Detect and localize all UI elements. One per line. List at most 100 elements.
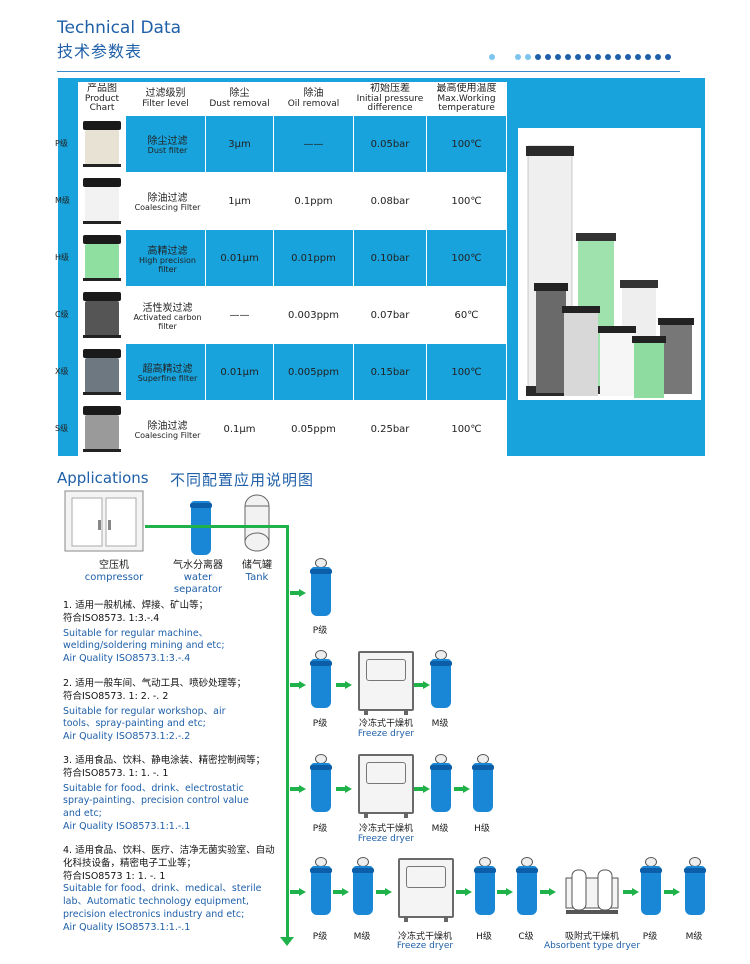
freeze-dryer-label-cn: 冷冻式干燥机 <box>358 719 413 729</box>
filter-name-en: High precision filter <box>138 255 197 274</box>
dust-removal: 0.01μm <box>205 229 274 287</box>
tank-illustration <box>244 494 270 552</box>
dust-removal: 3μm <box>205 115 274 173</box>
flow-label-p: P级 <box>642 932 658 942</box>
line-filter-icon <box>640 857 662 915</box>
absorbent-dryer-illustration <box>565 869 619 914</box>
applications-title-en: Applications <box>57 469 149 487</box>
flow-label-p: P级 <box>312 932 328 942</box>
flow-arrow-icon <box>290 785 306 793</box>
grade-label: S级 <box>55 424 69 433</box>
line-filter-icon <box>310 857 332 915</box>
filter-element-icon <box>83 235 121 281</box>
dust-removal: 0.01μm <box>205 343 274 401</box>
flow-label-h: H级 <box>476 932 492 942</box>
freeze-dryer-label-cn: 冷冻式干燥机 <box>397 932 452 942</box>
filter-name-cn: 除尘过滤 <box>147 136 188 148</box>
flow-arrow-icon <box>336 681 352 689</box>
max-temperature: 100℃ <box>426 343 507 401</box>
line-filter-icon <box>310 558 332 616</box>
filter-name-cn: 超高精过滤 <box>142 364 193 376</box>
application-step-1: 1. 适用一般机械、焊接、矿山等； 符合ISO8573. 1:3.-.4 Sui… <box>63 600 225 665</box>
flow-arrow-icon <box>290 681 306 689</box>
product-image <box>78 229 126 287</box>
oil-removal: —— <box>273 115 354 173</box>
initial-pressure: 0.08bar <box>353 172 427 230</box>
filter-name-en: Coalescing Filter <box>134 431 201 441</box>
filter-name-cn: 高精过滤 <box>147 245 188 257</box>
grade-label: H级 <box>55 253 70 262</box>
freeze-dryer-illustration <box>398 858 454 922</box>
flow-arrow-icon <box>333 888 349 896</box>
initial-pressure: 0.05bar <box>353 115 427 173</box>
pipe-horizontal <box>145 525 289 528</box>
grade-label: X级 <box>55 367 69 376</box>
flow-label-h: H级 <box>474 824 490 834</box>
flow-label-p: P级 <box>312 719 328 729</box>
flow-arrow-icon <box>664 888 680 896</box>
dust-removal: —— <box>205 286 274 344</box>
line-filter-icon <box>430 650 452 708</box>
freeze-dryer-label-cn: 冷冻式干燥机 <box>358 824 413 834</box>
flow-arrow-icon <box>540 888 556 896</box>
grade-label: P级 <box>55 139 68 148</box>
filter-name-cn: 除油过滤 <box>147 421 188 433</box>
line-filter-icon <box>516 857 538 915</box>
dust-removal: 0.1μm <box>205 400 274 458</box>
application-step-4: 4. 适用食品、饮料、医疗、洁净无菌实验室、自动 化科技设备，精密电子工业等； … <box>63 845 275 933</box>
flow-label-p: P级 <box>312 626 328 636</box>
flow-label-p: P级 <box>312 824 328 834</box>
initial-pressure: 0.15bar <box>353 343 427 401</box>
initial-pressure: 0.25bar <box>353 400 427 458</box>
filter-element-icon <box>83 292 121 338</box>
filter-element-icon <box>83 121 121 167</box>
flow-label-m: M级 <box>685 932 703 942</box>
application-step-3: 3. 适用食品、饮料、静电涂装、精密控制阀等； 符合ISO8573. 1: 1.… <box>63 755 266 833</box>
line-filter-icon <box>472 754 494 812</box>
absorbent-dryer-label-en: Absorbent type dryer <box>543 941 641 951</box>
flow-arrow-icon <box>290 589 306 597</box>
initial-pressure: 0.07bar <box>353 286 427 344</box>
oil-removal: 0.1ppm <box>273 172 354 230</box>
product-image <box>78 172 126 230</box>
flow-label-m: M级 <box>431 719 449 729</box>
freeze-dryer-label-en: Freeze dryer <box>357 834 415 844</box>
grade-label: C级 <box>55 310 69 319</box>
max-temperature: 100℃ <box>426 172 507 230</box>
flow-arrow-icon <box>414 785 430 793</box>
compressor-illustration <box>64 490 144 552</box>
line-filter-icon <box>310 754 332 812</box>
title-cn: 技术参数表 <box>57 42 143 61</box>
max-temperature: 100℃ <box>426 400 507 458</box>
filter-element-icon <box>83 406 121 452</box>
max-temperature: 100℃ <box>426 115 507 173</box>
freeze-dryer-illustration <box>358 754 414 818</box>
filter-name-en: Activated carbon filter <box>133 312 202 331</box>
product-image <box>78 286 126 344</box>
pipe-vertical <box>286 527 289 941</box>
filter-name-cn: 活性炭过滤 <box>142 302 193 314</box>
grade-label: M级 <box>55 196 70 205</box>
freeze-dryer-label-en: Freeze dryer <box>396 941 454 951</box>
oil-removal: 0.003ppm <box>273 286 354 344</box>
filter-name-en: Coalescing Filter <box>134 203 201 213</box>
max-temperature: 60℃ <box>426 286 507 344</box>
product-image <box>78 400 126 458</box>
filter-name-cn: 除油过滤 <box>147 193 188 205</box>
filter-element-icon <box>83 178 121 224</box>
